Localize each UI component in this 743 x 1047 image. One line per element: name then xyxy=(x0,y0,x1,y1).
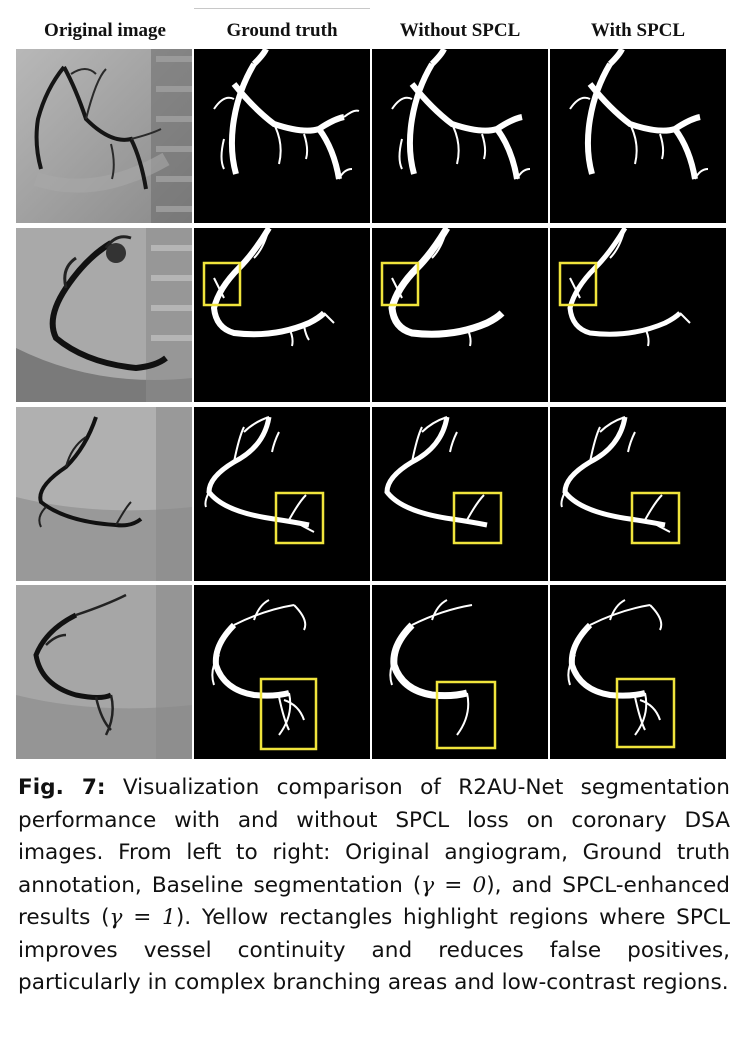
caption-text-2: ), and SPCL-enhanced results ( xyxy=(18,872,730,931)
header-ground-truth: Ground truth xyxy=(226,20,338,41)
highlight-box xyxy=(202,261,242,307)
row4-ground-truth xyxy=(194,585,370,759)
highlight-box xyxy=(558,261,598,307)
row2-without-spcl xyxy=(372,228,548,402)
row1-without-spcl xyxy=(372,49,548,223)
figure-label: Fig. 7: xyxy=(18,775,106,800)
row2-original-angiogram xyxy=(16,228,192,402)
row1-original-angiogram xyxy=(16,49,192,223)
header-with-spcl: With SPCL xyxy=(590,20,686,41)
caption-math-2: γ = 1 xyxy=(109,905,176,930)
header-without-spcl: Without SPCL xyxy=(399,20,521,41)
row2-ground-truth xyxy=(194,228,370,402)
highlight-box xyxy=(259,677,318,751)
figure-grid: Original image Ground truth Without SPCL… xyxy=(16,8,726,759)
caption-math-1: γ = 0 xyxy=(421,872,487,898)
figure-caption: Fig. 7: Visualization comparison of R2AU… xyxy=(18,772,730,1000)
row4-with-spcl xyxy=(550,585,726,759)
row4-without-spcl xyxy=(372,585,548,759)
highlight-box xyxy=(452,491,503,545)
highlight-box xyxy=(274,491,325,545)
row1-ground-truth xyxy=(194,49,370,223)
top-rule xyxy=(194,8,370,9)
row4-original-angiogram xyxy=(16,585,192,759)
highlight-box xyxy=(630,491,681,545)
row3-with-spcl xyxy=(550,407,726,581)
caption-text-1: Visualization comparison of R2AU-Net seg… xyxy=(18,775,730,898)
row3-original-angiogram xyxy=(16,407,192,581)
caption-text-3: ). Yellow rectangles highlight regions w… xyxy=(18,905,730,995)
row2-with-spcl xyxy=(550,228,726,402)
highlight-box xyxy=(615,677,676,749)
header-original-image: Original image xyxy=(44,20,166,41)
row1-with-spcl xyxy=(550,49,726,223)
highlight-box xyxy=(435,680,497,750)
row3-without-spcl xyxy=(372,407,548,581)
row3-ground-truth xyxy=(194,407,370,581)
highlight-box xyxy=(380,261,420,307)
